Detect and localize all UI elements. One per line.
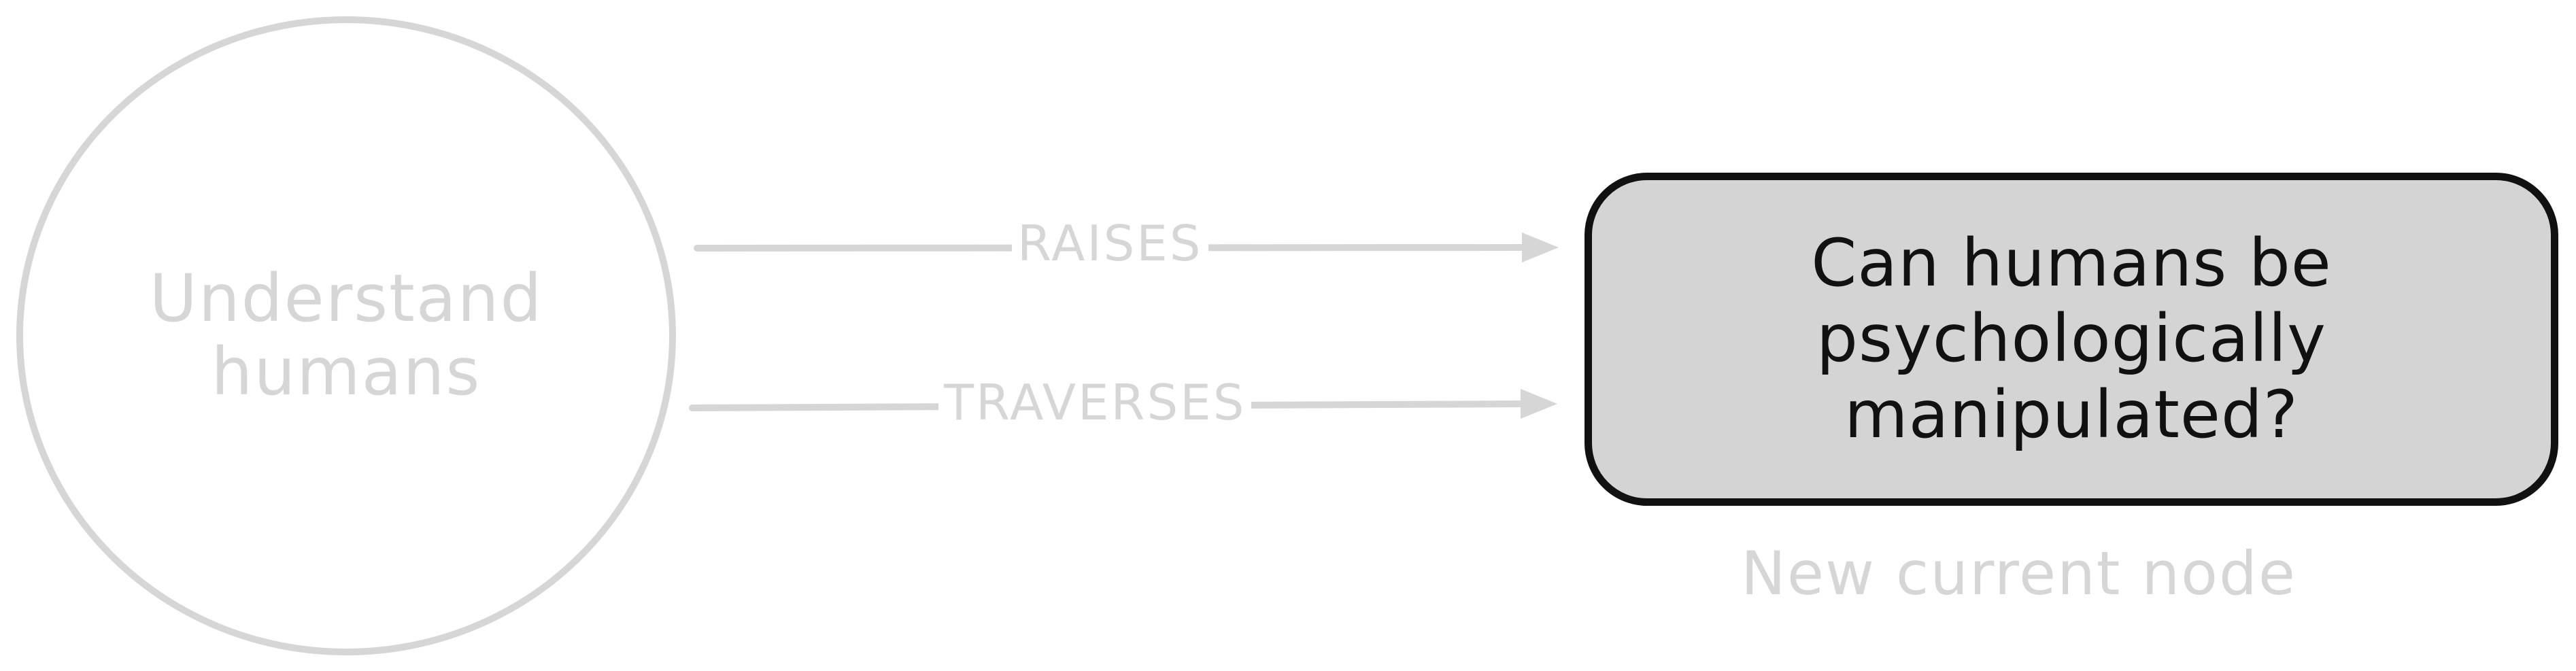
current-node-label-line-2: psychologically — [1816, 300, 2326, 377]
current-node[interactable]: Can humans be psychologically manipulate… — [1584, 173, 2558, 506]
edge-traverses-arrowhead — [1521, 389, 1557, 419]
edge-raises-label: RAISES — [1012, 219, 1208, 268]
current-node-label-line-1: Can humans be — [1811, 224, 2332, 301]
source-node-label-line-1: Understand — [149, 260, 543, 337]
edge-raises-arrowhead — [1522, 233, 1559, 262]
source-node-label-line-2: humans — [211, 334, 481, 410]
source-node-label: Understand humans — [108, 262, 584, 409]
edge-traverses-label: TRAVERSES — [938, 378, 1252, 427]
current-node-label: Can humans be psychologically manipulate… — [1765, 224, 2377, 453]
current-node-label-line-3: manipulated? — [1844, 376, 2299, 453]
current-node-caption: New current node — [1741, 538, 2297, 608]
source-node[interactable]: Understand humans — [16, 16, 676, 655]
